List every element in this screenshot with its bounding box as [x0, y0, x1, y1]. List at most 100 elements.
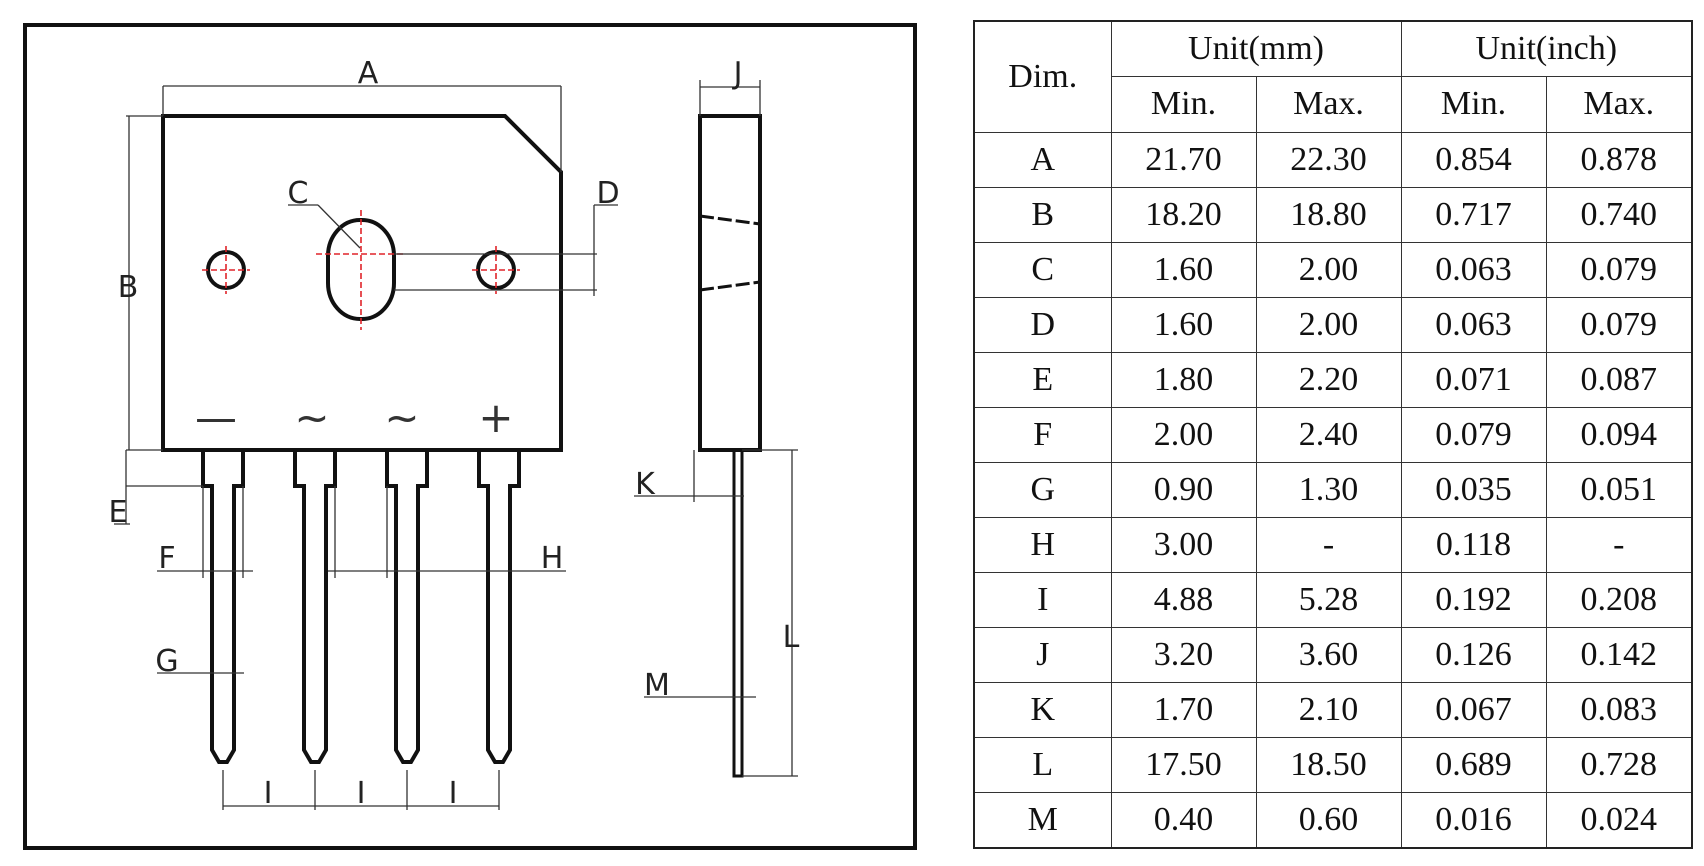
inch-max-cell: 0.087 [1545, 351, 1693, 408]
mm-max-header: Max. [1255, 75, 1402, 133]
inch-min-cell: 0.079 [1400, 406, 1547, 463]
dim-cell: D [973, 296, 1112, 353]
table-header-row: Dim. Unit(mm) Unit(inch) [973, 20, 1693, 133]
inch-max-cell: 0.079 [1545, 241, 1693, 298]
dimension-lines [114, 85, 618, 810]
inch-max-cell: 0.079 [1545, 296, 1693, 353]
dim-label-F: F [158, 541, 175, 576]
center-marks [202, 210, 520, 330]
side-dimension-lines [634, 80, 798, 777]
mm-min-cell: 0.40 [1110, 791, 1257, 849]
mm-min-cell: 2.00 [1110, 406, 1257, 463]
dim-cell: M [973, 791, 1112, 849]
dim-cell: I [973, 571, 1112, 628]
mm-max-cell: - [1255, 516, 1402, 573]
pin-symbol-2: ~ [294, 393, 329, 442]
mm-min-cell: 3.20 [1110, 626, 1257, 683]
dim-cell: E [973, 351, 1112, 408]
lead-3 [385, 450, 429, 764]
mm-max-cell: 2.00 [1255, 241, 1402, 298]
inch-min-cell: 0.118 [1400, 516, 1547, 573]
mm-max-cell: 2.40 [1255, 406, 1402, 463]
inch-max-header: Max. [1545, 75, 1693, 133]
dim-label-G: G [155, 644, 178, 679]
dimensions-table: Dim. Unit(mm) Unit(inch) Min. Max. Min. … [973, 20, 1694, 849]
dim-label-M: M [644, 668, 670, 703]
inch-max-cell: 0.142 [1545, 626, 1693, 683]
lead-4 [477, 450, 521, 764]
inch-min-cell: 0.854 [1400, 131, 1547, 188]
dim-label-D: D [596, 176, 619, 211]
dim-cell: A [973, 131, 1112, 188]
dim-label-I-1: I [264, 776, 273, 811]
pin-symbol-4: + [478, 393, 513, 442]
mm-min-header: Min. [1110, 75, 1257, 133]
dim-label-H: H [541, 541, 564, 576]
dim-label-K: K [635, 467, 656, 502]
inch-max-cell: 0.740 [1545, 186, 1693, 243]
table-subheader-row: Min. Max. Min. Max. [974, 75, 1693, 133]
mm-min-cell: 3.00 [1110, 516, 1257, 573]
lead-1 [201, 450, 245, 764]
inch-max-cell: 0.083 [1545, 681, 1693, 738]
mm-max-cell: 3.60 [1255, 626, 1402, 683]
dim-label-I-3: I [449, 776, 458, 811]
unit-mm-header: Unit(mm) [1110, 20, 1402, 77]
dim-label-C: C [288, 176, 309, 211]
drawing-frame [23, 23, 917, 850]
dim-label-L: L [783, 620, 800, 655]
lead-2 [293, 450, 337, 764]
dim-cell: H [973, 516, 1112, 573]
mm-min-cell: 21.70 [1110, 131, 1257, 188]
inch-min-cell: 0.192 [1400, 571, 1547, 628]
mm-max-cell: 18.80 [1255, 186, 1402, 243]
inch-min-cell: 0.016 [1400, 791, 1547, 849]
dim-label-B: B [118, 270, 139, 305]
inch-min-cell: 0.689 [1400, 736, 1547, 793]
dim-cell: J [973, 626, 1112, 683]
dim-header: Dim. [973, 20, 1112, 133]
mm-min-cell: 1.60 [1110, 296, 1257, 353]
mm-min-cell: 4.88 [1110, 571, 1257, 628]
mm-min-cell: 1.60 [1110, 241, 1257, 298]
dim-cell: B [973, 186, 1112, 243]
side-mark-bottom [699, 280, 761, 292]
mm-min-cell: 17.50 [1110, 736, 1257, 793]
dim-label-I-2: I [357, 776, 366, 811]
mm-min-cell: 1.80 [1110, 351, 1257, 408]
side-mark-top [699, 214, 761, 226]
inch-min-cell: 0.063 [1400, 241, 1547, 298]
mm-max-cell: 2.10 [1255, 681, 1402, 738]
inch-min-cell: 0.717 [1400, 186, 1547, 243]
unit-inch-header: Unit(inch) [1400, 20, 1693, 77]
inch-min-cell: 0.071 [1400, 351, 1547, 408]
dim-cell: C [973, 241, 1112, 298]
pin-symbol-3: ~ [384, 393, 419, 442]
mm-min-cell: 0.90 [1110, 461, 1257, 518]
inch-min-cell: 0.126 [1400, 626, 1547, 683]
mm-min-cell: 18.20 [1110, 186, 1257, 243]
side-view [698, 114, 762, 778]
package-body [161, 114, 563, 452]
inch-min-cell: 0.063 [1400, 296, 1547, 353]
dim-label-E: E [109, 495, 128, 530]
mm-max-cell: 1.30 [1255, 461, 1402, 518]
inch-max-cell: 0.051 [1545, 461, 1693, 518]
inch-max-cell: 0.024 [1545, 791, 1693, 849]
inch-min-cell: 0.035 [1400, 461, 1547, 518]
dim-label-J: J [732, 56, 743, 91]
dim-label-A: A [358, 56, 379, 91]
inch-max-cell: 0.094 [1545, 406, 1693, 463]
mm-max-cell: 2.20 [1255, 351, 1402, 408]
inch-max-cell: 0.728 [1545, 736, 1693, 793]
